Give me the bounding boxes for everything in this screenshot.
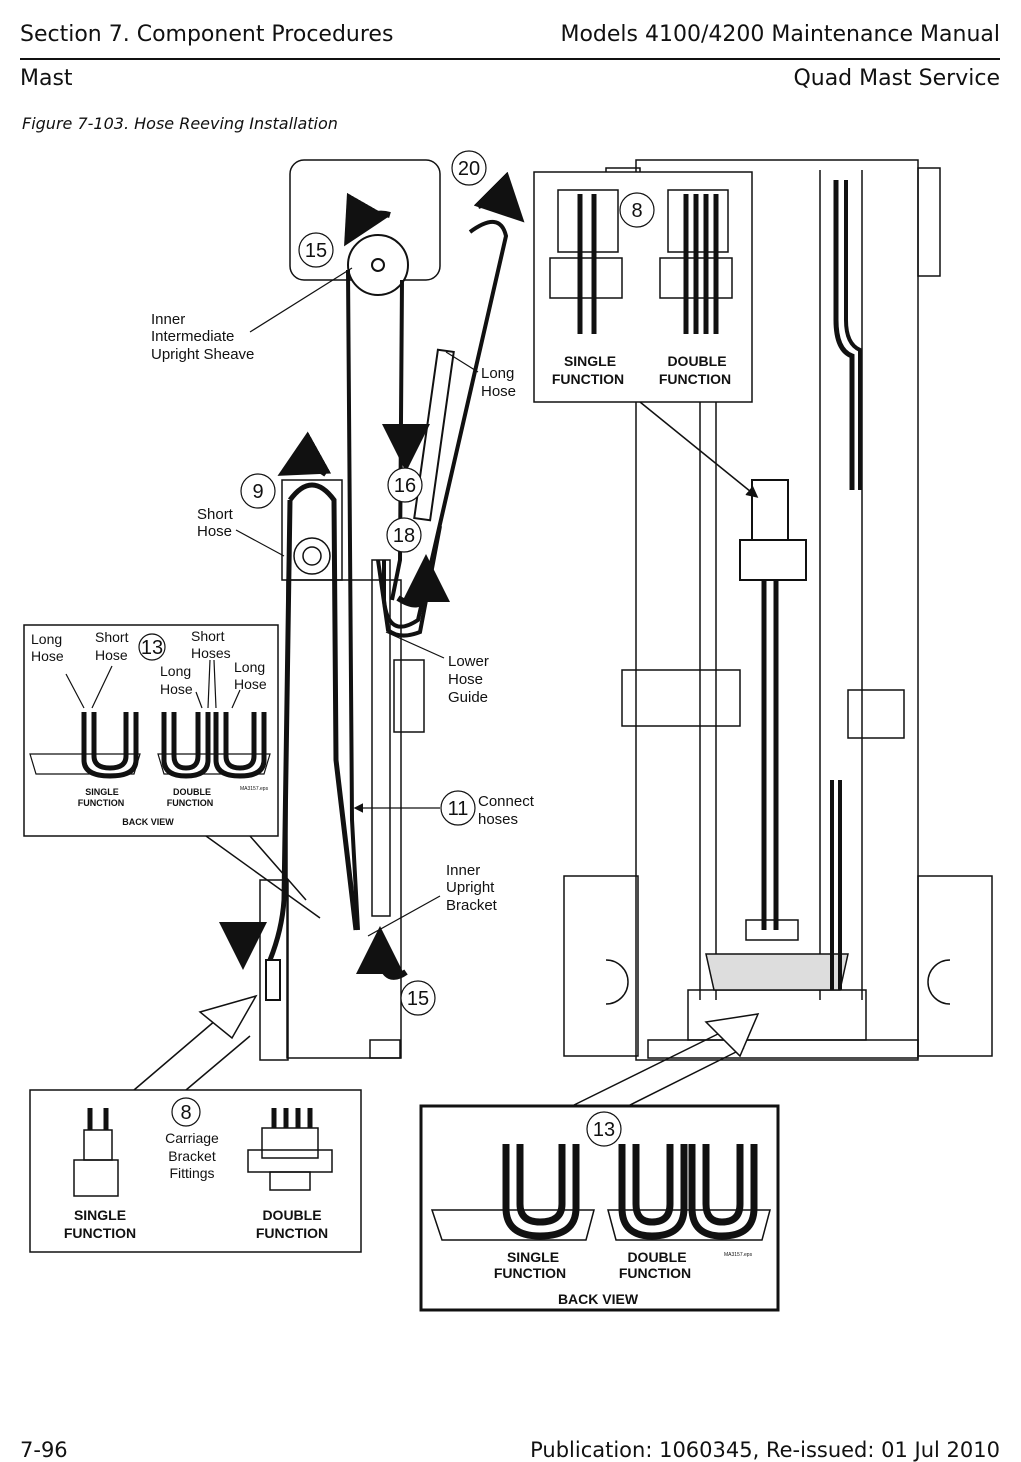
- svg-text:FUNCTION: FUNCTION: [494, 1265, 566, 1281]
- svg-text:Connect: Connect: [478, 793, 535, 810]
- svg-text:9: 9: [252, 481, 263, 503]
- page-number: 7-96: [20, 1438, 68, 1462]
- svg-text:Hose: Hose: [234, 676, 267, 692]
- svg-text:20: 20: [458, 158, 480, 180]
- callout-18: 18: [386, 517, 422, 553]
- svg-text:DOUBLE: DOUBLE: [627, 1249, 686, 1265]
- svg-text:Bracket: Bracket: [168, 1148, 216, 1164]
- svg-text:18: 18: [393, 525, 415, 547]
- svg-text:Upright: Upright: [446, 879, 495, 896]
- svg-text:Guide: Guide: [448, 689, 488, 706]
- label-connect-hoses: Connect hoses: [478, 793, 535, 828]
- callout-20: 20: [451, 150, 487, 186]
- svg-text:Intermediate: Intermediate: [151, 328, 234, 345]
- svg-text:Hoses: Hoses: [191, 645, 231, 661]
- inset-sheave-detail: 8 SINGLE FUNCTION DOUBLE FUNCTION: [533, 171, 759, 498]
- svg-text:SINGLE: SINGLE: [85, 787, 119, 797]
- svg-text:16: 16: [394, 475, 416, 497]
- svg-text:Hose: Hose: [481, 383, 516, 400]
- svg-text:Lower: Lower: [448, 653, 489, 670]
- header-rule: [20, 58, 1000, 60]
- callout-16: 16: [387, 467, 423, 503]
- publication-info: Publication: 1060345, Re-issued: 01 Jul …: [530, 1438, 1000, 1462]
- manual-title: Models 4100/4200 Maintenance Manual: [560, 22, 1000, 47]
- svg-text:BACK VIEW: BACK VIEW: [122, 817, 174, 827]
- svg-text:Upright Sheave: Upright Sheave: [151, 346, 254, 363]
- svg-text:Hose: Hose: [31, 648, 64, 664]
- svg-text:Long: Long: [31, 631, 62, 647]
- inset-bottom-back-view: 13 SINGLE FUNCTION DOUBLE FUNCTION BACK …: [419, 1013, 780, 1312]
- svg-text:11: 11: [448, 798, 469, 820]
- svg-text:Long: Long: [481, 365, 514, 382]
- right-mast-drawing: [563, 159, 993, 1061]
- svg-text:FUNCTION: FUNCTION: [619, 1265, 691, 1281]
- section-title: Section 7. Component Procedures: [20, 22, 394, 47]
- callout-9: 9: [240, 473, 276, 509]
- svg-text:Hose: Hose: [448, 671, 483, 688]
- right-mast-hoses: [739, 180, 862, 990]
- svg-text:Short: Short: [191, 628, 225, 644]
- svg-text:SINGLE: SINGLE: [74, 1207, 126, 1223]
- inset-top-single-label: SINGLE: [564, 353, 616, 369]
- label-inner-upright-bracket: Inner Upright Bracket: [446, 862, 498, 914]
- svg-text:Inner: Inner: [446, 862, 480, 879]
- svg-text:Inner: Inner: [151, 311, 185, 328]
- svg-text:Short: Short: [95, 629, 129, 645]
- svg-text:MA3157.eps: MA3157.eps: [240, 786, 269, 792]
- inset-carriage-fittings: 8 Carriage Bracket Fittings SINGLE FUNCT…: [29, 994, 362, 1253]
- svg-text:Long: Long: [160, 663, 191, 679]
- callout-13-bottom: 13: [593, 1119, 615, 1141]
- svg-text:FUNCTION: FUNCTION: [78, 798, 125, 808]
- svg-text:FUNCTION: FUNCTION: [659, 371, 731, 387]
- label-lower-hose-guide: Lower Hose Guide: [448, 653, 489, 706]
- svg-text:FUNCTION: FUNCTION: [64, 1225, 136, 1241]
- svg-text:FUNCTION: FUNCTION: [552, 371, 624, 387]
- topic-title: Quad Mast Service: [793, 66, 1000, 91]
- inset-top-double-label: DOUBLE: [667, 353, 726, 369]
- svg-text:Hose: Hose: [197, 523, 232, 540]
- svg-text:BACK VIEW: BACK VIEW: [558, 1291, 639, 1307]
- callout-11: 11: [440, 790, 476, 826]
- svg-text:Short: Short: [197, 506, 234, 523]
- hose-reeving-figure: 20 15 9 16 18 11 15 Inner Intermediate U…: [23, 150, 993, 1312]
- left-mast-hoses: [265, 220, 509, 1001]
- svg-text:FUNCTION: FUNCTION: [256, 1225, 328, 1241]
- svg-text:SINGLE: SINGLE: [507, 1249, 559, 1265]
- callout-8-bottom: 8: [180, 1102, 191, 1124]
- flow-arrows: [219, 171, 525, 980]
- callout-8-top: 8: [631, 200, 642, 222]
- subsection-title: Mast: [20, 66, 73, 91]
- label-inner-intermediate-sheave: Inner Intermediate Upright Sheave: [151, 311, 254, 363]
- svg-text:Long: Long: [234, 659, 265, 675]
- callout-15-top: 15: [298, 232, 334, 268]
- svg-text:MA3157.eps: MA3157.eps: [724, 1252, 753, 1258]
- svg-text:hoses: hoses: [478, 811, 518, 828]
- svg-text:15: 15: [305, 240, 327, 262]
- callout-15-bottom: 15: [400, 980, 436, 1016]
- label-short-hose: Short Hose: [197, 506, 234, 540]
- svg-text:DOUBLE: DOUBLE: [262, 1207, 321, 1223]
- svg-text:FUNCTION: FUNCTION: [167, 798, 214, 808]
- svg-text:Hose: Hose: [160, 681, 193, 697]
- label-long-hose: Long Hose: [481, 365, 516, 400]
- svg-text:DOUBLE: DOUBLE: [173, 787, 211, 797]
- svg-text:Fittings: Fittings: [169, 1165, 214, 1181]
- leader-lines: [235, 267, 479, 937]
- svg-text:Bracket: Bracket: [446, 897, 498, 914]
- svg-text:Carriage: Carriage: [165, 1130, 219, 1146]
- figure-caption: Figure 7-103. Hose Reeving Installation: [22, 114, 338, 133]
- callout-13-left: 13: [141, 637, 163, 659]
- inset-left-back-view: 13 Long Hose Short Hose Short Hoses Long…: [23, 624, 321, 919]
- svg-text:15: 15: [407, 988, 429, 1010]
- svg-text:Hose: Hose: [95, 647, 128, 663]
